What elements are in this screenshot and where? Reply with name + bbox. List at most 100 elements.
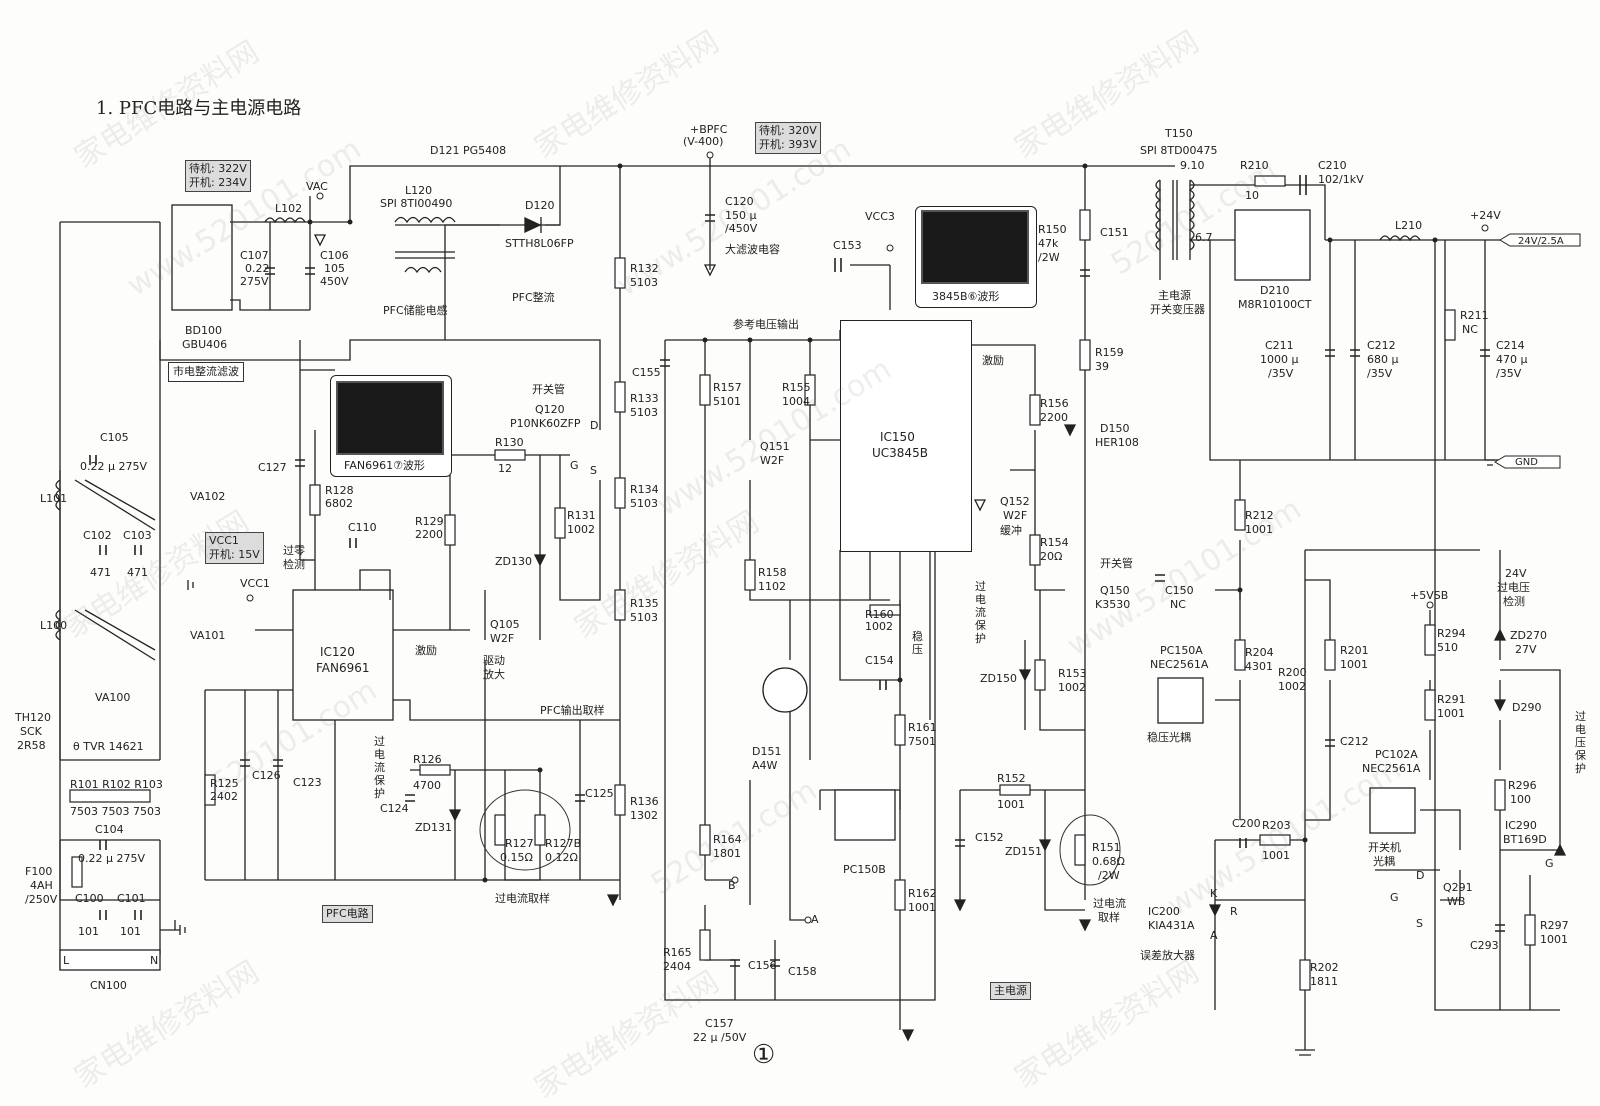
c126-label: C126 [252, 769, 281, 782]
l100-label: L100 [40, 619, 68, 632]
out-24v-label: 24V/2.5A [1518, 236, 1564, 247]
r202-label: R202 [1310, 961, 1339, 974]
r150-value: 47k [1038, 237, 1059, 250]
bpfc-label: +BPFC [690, 123, 728, 136]
drive-amp-label: 驱动 [483, 654, 505, 667]
q151-label: Q151 [760, 440, 790, 453]
q291-part: WB [1447, 895, 1466, 908]
ov-detect-label2: 过电压 [1497, 581, 1530, 594]
ic150-block [840, 320, 972, 552]
c103-label: C103 [123, 529, 152, 542]
r129-value: 2200 [415, 528, 443, 541]
cn-l-pin: L [63, 954, 70, 967]
d121-label: D121 PG5408 [430, 144, 507, 157]
l102-label: L102 [275, 202, 303, 215]
vcc1-box: VCC1 开机: 15V [205, 532, 264, 564]
c103-value: 471 [127, 566, 148, 579]
r126-value: 4700 [413, 779, 441, 792]
ic150-label: IC150 [880, 430, 915, 444]
pfc-rect-label: PFC整流 [512, 291, 555, 304]
r210-value: 10 [1245, 189, 1259, 202]
r157-value: 5101 [713, 395, 741, 408]
standby-ac-box: 待机: 322V 开机: 234V [185, 160, 251, 192]
r296-value: 100 [1510, 793, 1531, 806]
cn-n-pin: N [150, 954, 159, 967]
th120-value: SCK [20, 725, 42, 738]
r151-value: 0.68Ω [1092, 855, 1125, 868]
r164-value: 1801 [713, 847, 741, 860]
ic290-label: IC290 [1505, 819, 1537, 832]
r101-values: 7503 7503 7503 [70, 805, 161, 818]
ov-detect-label3: 检测 [1503, 595, 1525, 608]
c210-value: 102/1kV [1318, 173, 1364, 186]
r129-label: R129 [415, 515, 444, 528]
q291-pin-s: S [1416, 917, 1423, 930]
r135-label: R135 [630, 597, 659, 610]
bpfc-voltage: (V-400) [683, 135, 724, 148]
q152-part: W2F [1003, 509, 1028, 522]
r291-value: 1001 [1437, 707, 1465, 720]
r297-value: 1001 [1540, 933, 1568, 946]
c120-label: C120 [725, 195, 754, 208]
r131-label: R131 [567, 509, 596, 522]
zd150-label: ZD150 [980, 672, 1018, 685]
r132-value: 5103 [630, 276, 658, 289]
d210-label: D210 [1260, 284, 1290, 297]
err-amp-label: 误差放大器 [1140, 949, 1195, 962]
ovp-label: 过电压保护 [1575, 710, 1586, 775]
r130-value: 12 [498, 462, 512, 475]
c104-label: C104 [95, 823, 124, 836]
r128-value: 6802 [325, 497, 353, 510]
r202-value: 1811 [1310, 975, 1338, 988]
d210-part: M8R10100CT [1238, 298, 1312, 311]
r130-label: R130 [495, 436, 524, 449]
l210-label: L210 [1395, 219, 1423, 232]
switch-tube2-label: 开关管 [1100, 557, 1133, 570]
d120-label: D120 [525, 199, 555, 212]
reg-opto-label: 稳压光耦 [1147, 731, 1191, 744]
r127-label: R127 [505, 837, 534, 850]
regulate-label: 稳压 [912, 630, 923, 656]
r134-value: 5103 [630, 497, 658, 510]
r157-label: R157 [713, 381, 742, 394]
t150-part: SPI 8TD00475 [1140, 144, 1218, 157]
f100-label: F100 [25, 865, 53, 878]
t150-pins: 9.10 [1180, 159, 1205, 172]
r212-label: R212 [1245, 509, 1274, 522]
c214-label: C214 [1496, 339, 1525, 352]
onoff-opto-label2: 光耦 [1373, 855, 1395, 868]
bd100-part: GBU406 [182, 338, 228, 351]
c157-value: 22 μ /50V [693, 1031, 747, 1044]
d150-part: HER108 [1095, 436, 1139, 449]
pc150a-part: NEC2561A [1150, 658, 1209, 671]
ic120-part: FAN6961 [316, 661, 370, 675]
scope-fan6961-screen [336, 381, 444, 455]
c124-label: C124 [380, 802, 409, 815]
r201-label: R201 [1340, 644, 1369, 657]
excite-label: 激励 [415, 644, 437, 657]
drive-amp-label2: 放大 [483, 668, 505, 681]
c212-label: C212 [1367, 339, 1396, 352]
r128-label: R128 [325, 484, 354, 497]
r134-label: R134 [630, 483, 659, 496]
pfc-circuit-box: PFC电路 [322, 905, 373, 923]
ocp-label: 过电流保护 [374, 735, 385, 800]
q151-part: W2F [760, 454, 785, 467]
cn100-label: CN100 [90, 979, 127, 992]
r160-label: R160 [865, 608, 894, 621]
c150-value: NC [1170, 598, 1186, 611]
q152-label: Q152 [1000, 495, 1030, 508]
r156-value: 2200 [1040, 411, 1068, 424]
c123-label: C123 [293, 776, 322, 789]
main-power-box: 主电源 [990, 982, 1031, 1000]
t150-label: T150 [1165, 127, 1193, 140]
c107-voltage: 275V [240, 275, 269, 288]
l120-part: SPI 8TI00490 [380, 197, 453, 210]
r151-power: /2W [1098, 869, 1120, 882]
c157-label: C157 [705, 1017, 734, 1030]
c156-label: C156 [748, 959, 777, 972]
c210-label: C210 [1318, 159, 1347, 172]
c120-value: 150 μ [725, 209, 757, 222]
ic200-pin-k: K [1210, 887, 1218, 900]
r131-value: 1002 [567, 523, 595, 536]
